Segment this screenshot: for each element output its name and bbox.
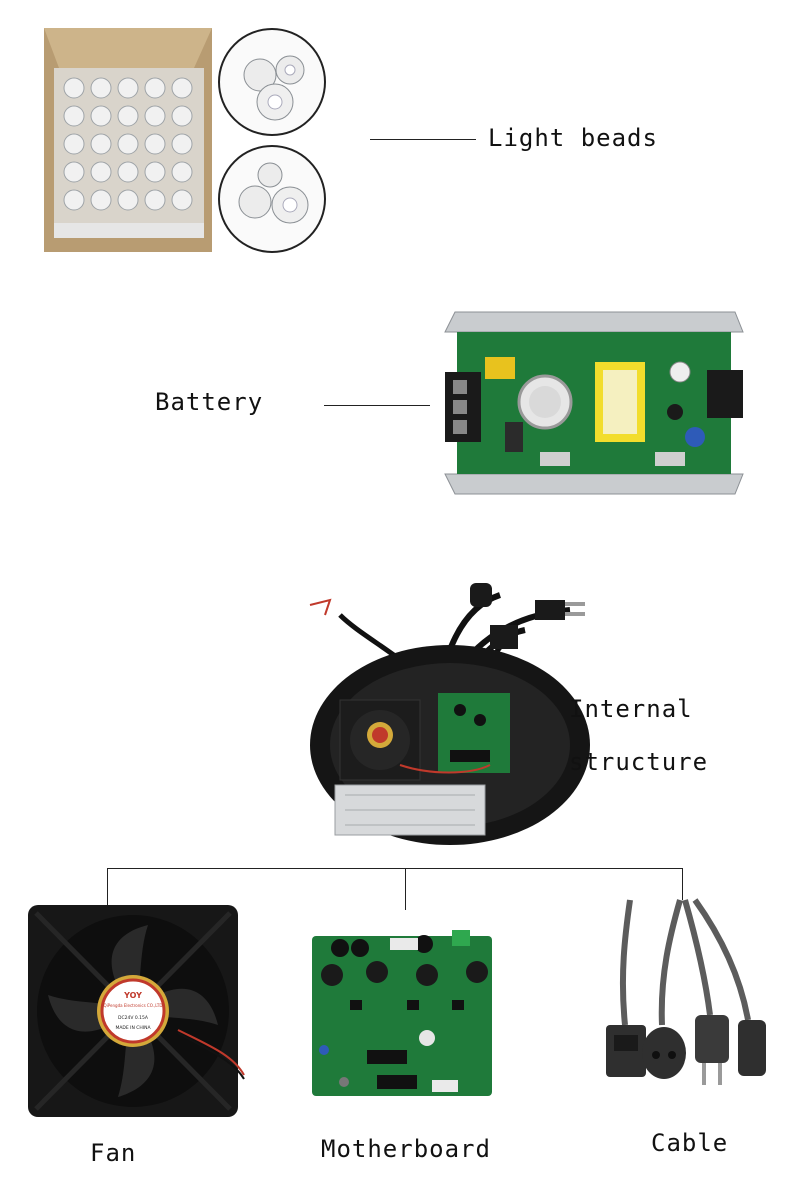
internal-structure-label-line1: Internal [569,695,693,723]
light-beads-leader-line [370,139,476,140]
battery-label: Battery [155,388,264,416]
internal-structure-graphic [309,583,590,845]
fan-label: Fan [90,1139,137,1167]
light-beads-box-photo [44,28,212,252]
motherboard-label: Motherboard [321,1135,491,1163]
motherboard-graphic [312,930,492,1096]
internal-structure-label-line2: structure [569,748,709,776]
motherboard-photo [312,930,492,1098]
cable-photo [600,895,775,1095]
power-supply-board-photo [444,311,744,495]
lens-closeup-bottom [218,145,326,253]
cable-icon [606,898,766,1085]
light-beads-label: Light beads [488,124,658,152]
cable-label: Cable [651,1129,729,1157]
fan-icon: YOY QiPengda Electronics CO.,LTD DC24V 0… [28,905,245,1117]
fan-maker: QiPengda Electronics CO.,LTD [104,1003,163,1008]
fan-spec: DC24V 0.15A [118,1015,149,1021]
light-beads-box-graphic [44,28,212,252]
lens-icon [243,55,305,121]
bracket-drop-cable [682,868,683,900]
fan-photo: YOY QiPengda Electronics CO.,LTD DC24V 0… [28,905,246,1117]
fan-origin: MADE IN CHINA [115,1025,151,1031]
power-board-graphic [444,311,744,495]
fan-brand: YOY [123,991,142,1000]
internal-structure-photo [300,575,600,855]
bracket-horizontal [107,868,683,869]
lens-closeup-top [218,28,326,136]
bracket-drop-fan [107,868,108,906]
battery-leader-line [324,405,430,406]
bracket-drop-motherboard [405,868,406,910]
lens-icon [238,162,309,224]
